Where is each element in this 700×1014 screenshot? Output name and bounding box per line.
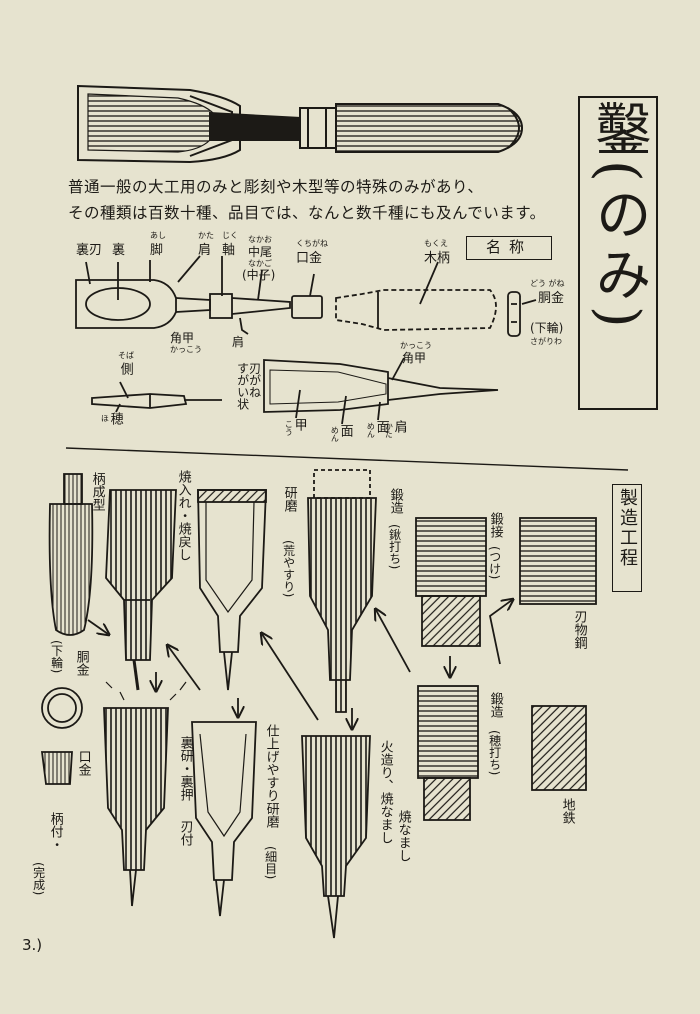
label-ashi-ruby: あし: [150, 231, 166, 240]
label-men-2: 面: [373, 420, 389, 433]
label-sagariwa: (下輪): [530, 321, 564, 335]
step-etsuke: 柄付・: [47, 812, 63, 851]
step-kenma-sub: (荒やすり): [281, 540, 296, 598]
label-kata-3-ruby: かた: [384, 422, 394, 438]
process-heading-frame: [612, 484, 642, 592]
step-uratogi: 裏研・裏押: [177, 736, 193, 801]
label-men: 面: [337, 424, 353, 437]
page-title: 鑿(のみ): [586, 100, 651, 332]
step-shiage: 仕上げやすり研磨: [263, 724, 279, 828]
label-soba-ruby: そば: [118, 351, 134, 360]
label-men-ruby: めん: [330, 426, 340, 442]
label-kou-ruby: こう: [284, 420, 294, 436]
label-men-2-ruby: めん: [366, 422, 376, 438]
label-sagariwa-ruby: さがりわ: [530, 337, 562, 346]
intro-line-2: その種類は百数十種、品目では、なんと数千種にも及んでいます。: [68, 204, 546, 222]
step-tanzo-ho-sub: (穂打ち): [487, 730, 502, 776]
label-soba: 側: [117, 362, 133, 375]
step-kuchigane: 口金: [75, 750, 91, 776]
label-kakou-ruby: かっこう: [170, 345, 202, 354]
step-hatsuke: 刃付: [177, 820, 193, 846]
step-sagariwa: (下輪): [49, 640, 64, 674]
step-kenma: 研磨: [281, 486, 297, 512]
label-dougane: 胴金: [538, 291, 565, 306]
label-jiku: 軸: [222, 243, 236, 258]
label-kakou2: 角甲: [402, 351, 427, 365]
step-yakiire: 焼入れ・焼戻し: [175, 470, 191, 561]
label-kata-ruby: かた: [198, 231, 214, 240]
names-heading: 名称: [466, 236, 552, 260]
label-ho-ruby: ほ: [100, 414, 110, 422]
step-tanzo-ho: 鍛造: [487, 692, 503, 718]
parts-diagram: [65, 255, 629, 471]
label-nakago: 中尾: [248, 245, 273, 259]
process-heading: 製造工程: [617, 488, 638, 568]
label-kakou2-ruby: かっこう: [400, 341, 432, 350]
label-ashi: 脚: [150, 243, 164, 258]
label-nakago-alt-ruby: なかご: [248, 259, 272, 268]
step-tanzo-kuwa: 鍛造: [387, 488, 403, 514]
label-mokue: 木柄: [424, 251, 451, 266]
label-kakou: 角甲: [170, 331, 195, 345]
label-kuchigane-ruby: くちがね: [296, 239, 328, 248]
process-diagram: [40, 469, 597, 939]
step-egata: 柄成型: [89, 472, 105, 511]
label-kata-2: 肩: [232, 335, 245, 349]
label-ura: 裏: [112, 243, 126, 258]
label-kuchigane: 口金: [296, 251, 323, 266]
label-jiku-ruby: じく: [222, 231, 238, 240]
step-shiage-sub: (細目): [263, 846, 278, 880]
step-tanse: 鍛接: [487, 512, 503, 538]
intro-line-1: 普通一般の大工用のみと彫刻や木型等の特殊のみがあり、: [68, 178, 484, 196]
label-nakago-ruby: なかお: [248, 235, 272, 244]
step-hizukuri: 火造り、焼なまし: [377, 740, 393, 844]
step-dougane: 胴金: [73, 650, 89, 676]
label-kata: 肩: [198, 243, 212, 258]
label-kou: 甲: [291, 418, 307, 431]
label-kata-3: 肩: [391, 420, 407, 433]
label-urahame: 裏刃: [76, 243, 103, 258]
step-tanse-sub: (つけ): [487, 546, 502, 580]
step-jigane: 地鉄: [559, 798, 575, 824]
label-mokue-ruby: もくえ: [424, 239, 448, 248]
step-arashiro: 焼なまし: [395, 810, 411, 862]
page-number: 3.): [22, 936, 43, 954]
step-tanzo-kuwa-sub: (鍬打ち): [387, 524, 402, 570]
label-ho: 穂: [107, 412, 123, 425]
step-kansei: (完成): [31, 862, 46, 896]
step-hamonokou: 刃物鋼: [571, 610, 587, 649]
label-hagane-side: 刃がね: [247, 362, 262, 398]
title-frame: [578, 96, 658, 410]
label-dougane-ruby: どう がね: [530, 279, 565, 288]
label-nakago-alt: (中子): [242, 268, 276, 282]
label-hagane-sub: すがい状: [235, 362, 250, 410]
top-chisel-drawing: [77, 84, 524, 164]
